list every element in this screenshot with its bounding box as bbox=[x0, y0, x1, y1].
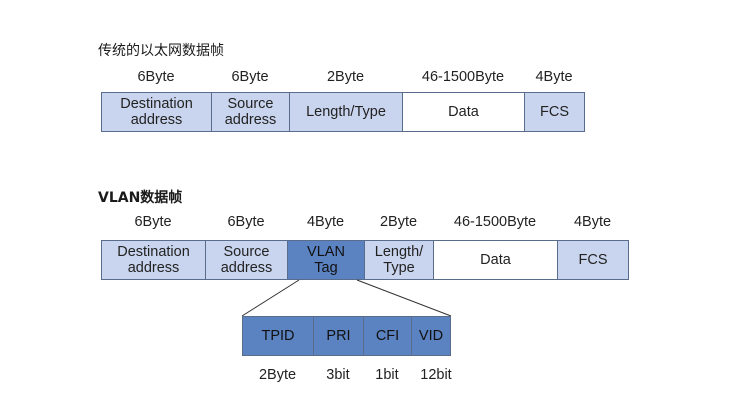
traditional-frame-title: 传统的以太网数据帧 bbox=[98, 43, 224, 59]
traditional-size-fcs: 4Byte bbox=[535, 69, 573, 85]
field-label-line1: Source bbox=[223, 244, 270, 260]
tag-field-cfi: CFI bbox=[363, 316, 412, 356]
tag-size-vid: 12bit bbox=[420, 367, 452, 383]
field-label-line2: address bbox=[220, 260, 273, 276]
field-label-line1: Data bbox=[480, 252, 511, 268]
vlan-field-length-type: Length/Type bbox=[364, 240, 434, 280]
tag-field-label: TPID bbox=[261, 328, 295, 344]
field-label-line1: Destination bbox=[120, 96, 193, 112]
field-label-line1: FCS bbox=[578, 252, 608, 268]
tag-size-pri: 3bit bbox=[326, 367, 350, 383]
traditional-size-source: 6Byte bbox=[231, 69, 269, 85]
vlan-size-source: 6Byte bbox=[227, 214, 265, 230]
tag-size-cfi: 1bit bbox=[375, 367, 399, 383]
field-label-line1: FCS bbox=[540, 104, 569, 120]
vlan-size-length-type: 2Byte bbox=[379, 214, 418, 230]
field-label-line1: Destination bbox=[117, 244, 190, 260]
vlan-field-data: Data bbox=[433, 240, 558, 280]
field-label-line2: address bbox=[127, 260, 180, 276]
tag-field-tpid: TPID bbox=[242, 316, 314, 356]
tag-field-label: PRI bbox=[326, 328, 351, 344]
field-label-line1: Data bbox=[448, 104, 479, 120]
field-label-line2: Type bbox=[383, 260, 415, 276]
vlan-size-data: 46-1500Byte bbox=[453, 214, 537, 230]
tag-field-pri: PRI bbox=[313, 316, 364, 356]
field-label-line1: VLAN bbox=[307, 244, 345, 260]
tag-size-tpid: 2Byte bbox=[258, 367, 297, 383]
traditional-field-data: Data bbox=[402, 92, 525, 132]
vlan-frame-title: VLAN数据帧 bbox=[98, 190, 183, 206]
field-label-line2: Tag bbox=[314, 260, 338, 276]
vlan-size-destination: 6Byte bbox=[134, 214, 172, 230]
vlan-size-fcs: 4Byte bbox=[573, 214, 612, 230]
traditional-size-data: 46-1500Byte bbox=[421, 69, 505, 85]
field-label-line2: address bbox=[130, 112, 183, 128]
vlan-size-vlan-tag: 4Byte bbox=[306, 214, 345, 230]
traditional-size-destination: 6Byte bbox=[137, 69, 175, 85]
tag-field-vid: VID bbox=[411, 316, 451, 356]
expansion-line-right bbox=[356, 279, 452, 317]
tag-field-label: CFI bbox=[375, 328, 400, 344]
field-label-line1: Source bbox=[227, 96, 274, 112]
expansion-line-left bbox=[241, 279, 300, 317]
field-label-line1: Length/ bbox=[374, 244, 424, 260]
traditional-field-fcs: FCS bbox=[524, 92, 585, 132]
field-label-line2: address bbox=[224, 112, 277, 128]
traditional-size-length-type: 2Byte bbox=[326, 69, 365, 85]
tag-field-label: VID bbox=[418, 328, 444, 344]
vlan-field-fcs: FCS bbox=[557, 240, 629, 280]
field-label-line1: Length/Type bbox=[306, 104, 386, 120]
